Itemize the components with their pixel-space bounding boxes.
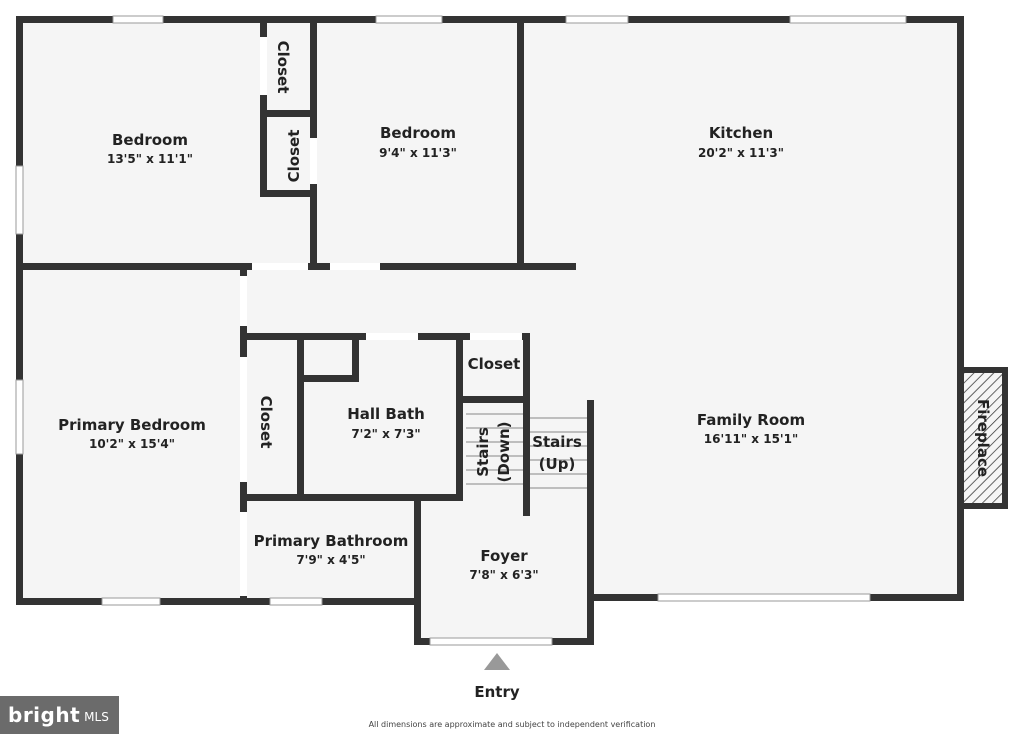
closet-2-label: Closet <box>285 130 303 183</box>
kitchen-name: Kitchen <box>709 124 773 142</box>
hall-bath-dims: 7'2" x 7'3" <box>351 427 420 441</box>
bedroom-1-name: Bedroom <box>112 131 188 149</box>
floor-areas <box>20 20 1004 642</box>
bedroom-2-name: Bedroom <box>380 124 456 142</box>
family-room-dims: 16'11" x 15'1" <box>704 432 798 446</box>
stairs-up-line2: (Up) <box>539 455 576 473</box>
logo-mls-text: MLS <box>84 710 109 724</box>
stairs-up-line1: Stairs <box>532 433 582 451</box>
bedroom-2-dims: 9'4" x 11'3" <box>379 146 457 160</box>
windows <box>15 15 907 646</box>
entry-label: Entry <box>474 683 519 701</box>
family-room-name: Family Room <box>697 411 805 429</box>
room-labels: Bedroom 13'5" x 11'1" Bedroom 9'4" x 11'… <box>58 41 992 701</box>
disclaimer-text: All dimensions are approximate and subje… <box>368 720 656 729</box>
primary-bathroom-name: Primary Bathroom <box>254 532 409 550</box>
fireplace-label: Fireplace <box>974 399 992 477</box>
closet-3-label: Closet <box>257 396 275 449</box>
closet-1-label: Closet <box>274 41 292 94</box>
fireplace-hearth <box>961 371 1004 506</box>
hall-bath-name: Hall Bath <box>347 405 425 423</box>
stairs-down-line2: (Down) <box>495 421 513 482</box>
stairs-treads <box>466 413 588 489</box>
door-openings <box>240 37 522 596</box>
primary-bedroom-dims: 10'2" x 15'4" <box>89 437 175 451</box>
kitchen-dims: 20'2" x 11'3" <box>698 146 784 160</box>
primary-bedroom-name: Primary Bedroom <box>58 416 206 434</box>
bright-mls-logo: bright MLS <box>0 696 119 734</box>
primary-bathroom-dims: 7'9" x 4'5" <box>296 553 365 567</box>
foyer-name: Foyer <box>480 547 528 565</box>
entry-arrow-icon <box>484 653 510 670</box>
stairs-down-line1: Stairs <box>474 427 492 477</box>
closet-4-label: Closet <box>468 355 521 373</box>
foyer-dims: 7'8" x 6'3" <box>469 568 538 582</box>
logo-brand-text: bright <box>8 703 81 727</box>
bedroom-1-dims: 13'5" x 11'1" <box>107 152 193 166</box>
